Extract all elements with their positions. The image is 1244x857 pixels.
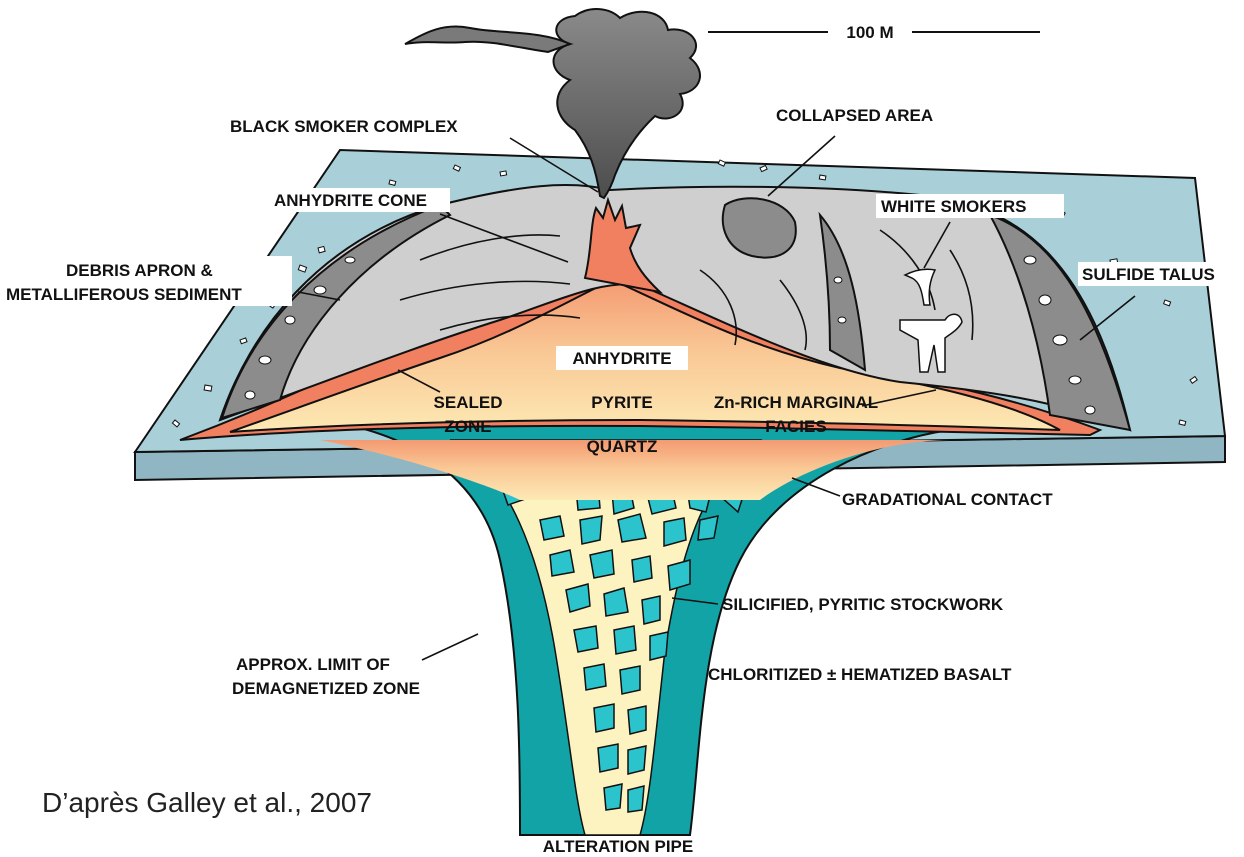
label-pyrite: PYRITE bbox=[591, 393, 652, 412]
scale-bar: 100 M bbox=[708, 23, 1040, 42]
label-silicified-stockwork: SILICIFIED, PYRITIC STOCKWORK bbox=[722, 595, 1004, 614]
label-anhydrite-cone: ANHYDRITE CONE bbox=[274, 191, 427, 210]
label-approx-limit-line2: DEMAGNETIZED ZONE bbox=[232, 679, 420, 698]
leader-demagnetized bbox=[422, 634, 478, 660]
label-collapsed-area: COLLAPSED AREA bbox=[776, 106, 933, 125]
source-citation: D’après Galley et al., 2007 bbox=[42, 787, 372, 818]
label-anhydrite: ANHYDRITE bbox=[572, 349, 671, 368]
label-quartz: QUARTZ bbox=[587, 437, 658, 456]
label-debris-apron-line2: METALLIFEROUS SEDIMENT bbox=[6, 285, 242, 304]
label-sealed-zone-line2: ZONE bbox=[444, 417, 491, 436]
label-debris-apron-line1: DEBRIS APRON & bbox=[66, 261, 213, 280]
label-white-smokers: WHITE SMOKERS bbox=[881, 197, 1026, 216]
label-zn-rich-line2: FACIES bbox=[765, 417, 826, 436]
scale-bar-label: 100 M bbox=[846, 23, 893, 42]
label-approx-limit-line1: APPROX. LIMIT OF bbox=[236, 655, 390, 674]
label-sulfide-talus: SULFIDE TALUS bbox=[1082, 265, 1215, 284]
smoke-wisp bbox=[405, 27, 570, 52]
label-zn-rich-line1: Zn-RICH MARGINAL bbox=[714, 393, 878, 412]
label-alteration-pipe: ALTERATION PIPE bbox=[543, 837, 694, 856]
label-gradational-contact: GRADATIONAL CONTACT bbox=[842, 490, 1053, 509]
label-chloritized-basalt: CHLORITIZED ± HEMATIZED BASALT bbox=[708, 665, 1012, 684]
label-sealed-zone-line1: SEALED bbox=[434, 393, 503, 412]
label-black-smoker-complex: BLACK SMOKER COMPLEX bbox=[230, 117, 458, 136]
